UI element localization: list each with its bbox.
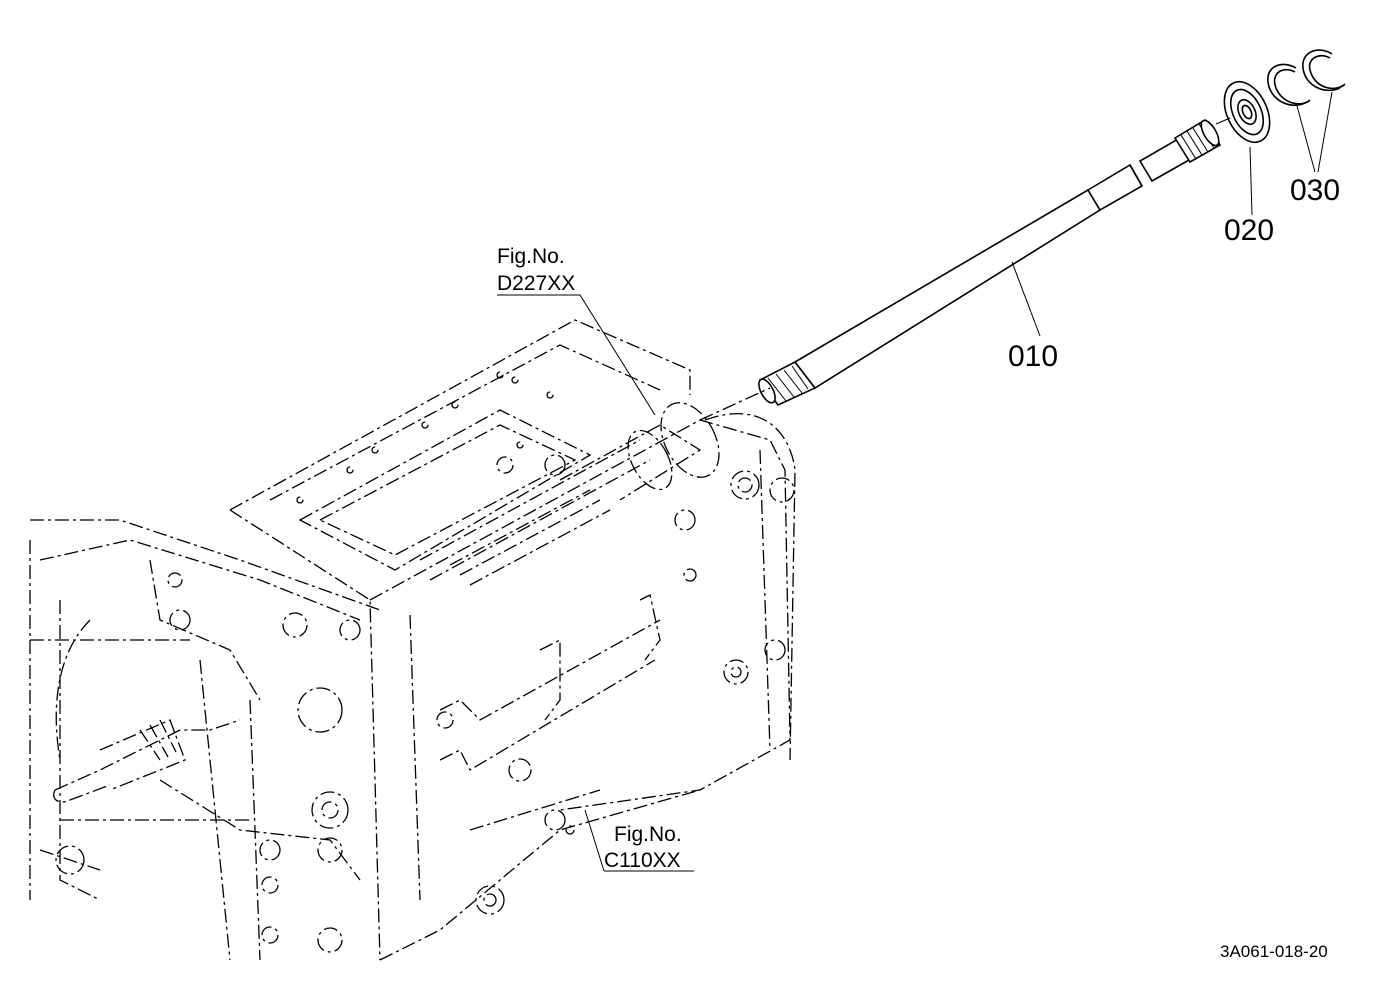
leader-fig-1 [579, 294, 656, 416]
part-label-010: 010 [1008, 340, 1058, 373]
transmission-housing [29, 319, 796, 961]
part-020-oil-seal [1215, 80, 1271, 144]
part-010-shaft [699, 118, 1222, 421]
internal-gear-train [419, 402, 720, 586]
fig-ref-1-line1: Fig.No. [497, 245, 565, 268]
leader-030-a [1296, 105, 1316, 173]
leader-lines [497, 91, 1333, 872]
leader-010 [1011, 261, 1041, 337]
part-030-snap-rings [1267, 49, 1346, 107]
fig-ref-1-line2: D227XX [497, 272, 575, 295]
leader-030-b [1317, 91, 1333, 173]
fig-ref-2-line2: C110XX [604, 849, 681, 872]
fig-ref-2-line1: Fig.No. [614, 823, 682, 846]
leader-020 [1249, 146, 1253, 216]
leader-fig-2 [584, 809, 605, 872]
part-label-030: 030 [1290, 174, 1340, 207]
part-label-020: 020 [1224, 214, 1274, 247]
output-shaft-stub [53, 719, 241, 803]
drawing-number: 3A061-018-20 [1220, 942, 1328, 961]
